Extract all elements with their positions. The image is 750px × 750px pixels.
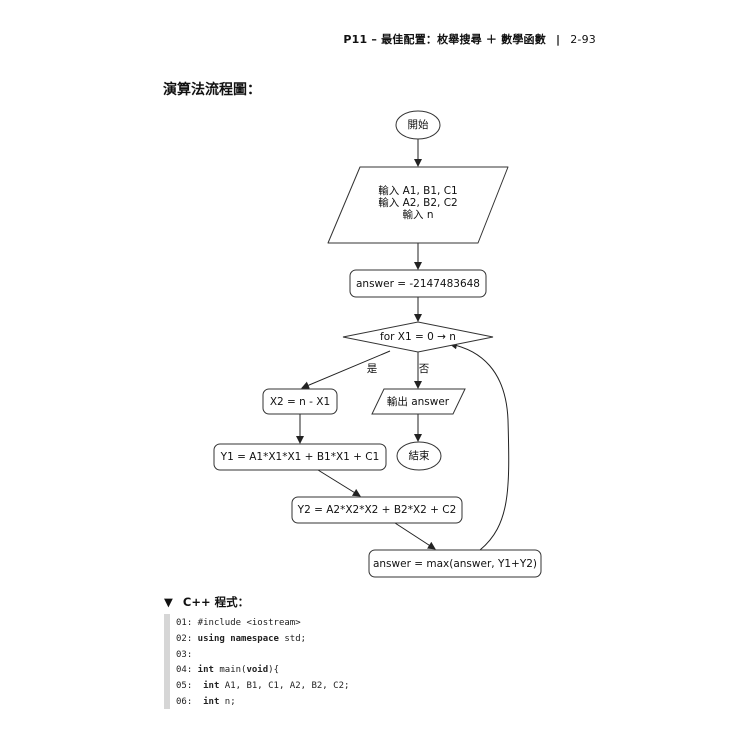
output-node: 輸出 answer [371,388,466,415]
start-node: 開始 [395,110,441,140]
code-section-heading: ▼ C++ 程式： [164,594,249,610]
yes-label: 是 [367,363,378,375]
input-line-1: 輸入 A1, B1, C1 [378,184,457,197]
line-number: 03: [176,649,193,660]
init-label: answer = -2147483648 [356,278,480,290]
code-line: 02: using namespace std; [176,632,349,648]
code-line: 05: int A1, B1, C1, A2, B2, C2; [176,679,349,695]
page-number: 2-93 [570,33,596,46]
code-block: 01: #include <iostream>02: using namespa… [176,616,349,711]
edge-y2-update [394,522,436,550]
code-line: 04: int main(void){ [176,663,349,679]
init-node: answer = -2147483648 [349,269,487,298]
line-number: 06: [176,696,193,707]
update-label: answer = max(answer, Y1+Y2) [373,558,537,570]
code-keyword: int [192,696,220,707]
loop-label: for X1 = 0 → n [380,331,456,343]
y2-label: Y2 = A2*X2*X2 + B2*X2 + C2 [297,504,457,516]
output-label: 輸出 answer [387,395,450,408]
code-text: n; [219,696,236,707]
edge-y1-y2 [317,469,361,497]
y2-node: Y2 = A2*X2*X2 + B2*X2 + C2 [291,496,463,524]
line-number: 01: [176,618,193,628]
end-label: 結束 [409,449,430,462]
y1-label: Y1 = A1*X1*X1 + B1*X1 + C1 [220,451,380,463]
code-keyword: int [192,665,214,676]
x2-label: X2 = n - X1 [270,396,330,408]
x2-node: X2 = n - X1 [262,388,338,415]
code-text: main( [213,665,247,676]
code-text: #include <iostream> [192,618,301,628]
code-keyword: using namespace [192,633,279,644]
section-title: 演算法流程圖： [163,82,261,98]
page-header: P11 – 最佳配置：枚舉搜尋 ＋ 數學函數 | 2-93 [343,31,596,47]
start-label: 開始 [408,118,429,131]
input-line-3: 輸入 n [403,208,434,221]
y1-node: Y1 = A1*X1*X1 + B1*X1 + C1 [213,443,387,471]
line-number: 02: [176,633,193,644]
header-separator: | [555,33,561,46]
update-node: answer = max(answer, Y1+Y2) [368,549,542,578]
edge-loop-back [449,341,510,551]
code-section-title: C++ 程式： [182,595,250,609]
triangle-down-icon: ▼ [164,595,173,609]
code-keyword: void [246,665,269,676]
input-line-2: 輸入 A2, B2, C2 [378,196,457,209]
code-keyword: int [192,681,220,692]
line-number: 04: [176,665,193,676]
edge-loop-x2 [301,350,391,389]
chapter-title: P11 – 最佳配置：枚舉搜尋 ＋ 數學函數 [343,33,546,46]
line-number: 05: [176,681,193,692]
code-text: A1, B1, C1, A2, B2, C2; [219,681,350,692]
code-line: 06: int n; [176,695,349,711]
code-text: std; [278,633,307,644]
input-node: 輸入 A1, B1, C1 輸入 A2, B2, C2 輸入 n [327,166,509,244]
flowchart: 開始 輸入 A1, B1, C1 輸入 A2, B2, C2 輸入 n answ… [213,110,542,578]
end-node: 結束 [396,441,442,471]
code-line: 03: [176,648,349,664]
code-line: 01: #include <iostream> [176,616,349,632]
code-block-bar [164,614,170,709]
no-label: 否 [419,363,430,375]
code-text: ){ [268,665,279,676]
loop-decision-node: for X1 = 0 → n [342,321,494,353]
